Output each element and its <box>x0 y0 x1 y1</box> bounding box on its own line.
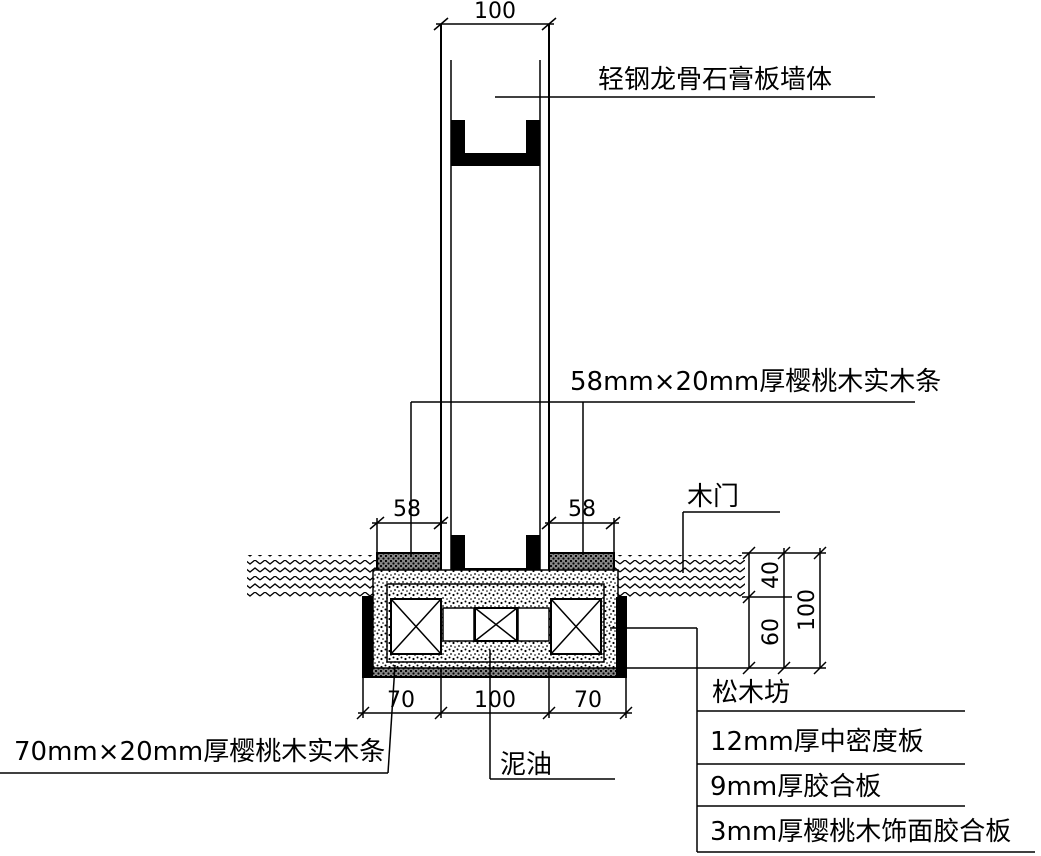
dim-58-left-text: 58 <box>393 497 421 522</box>
gap-left <box>442 607 475 642</box>
pine-block-left <box>390 598 442 655</box>
leader-wall: 轻钢龙骨石膏板墙体 <box>495 65 875 98</box>
floor-hatch-left <box>247 555 377 597</box>
label-door: 木门 <box>687 482 739 512</box>
label-plywood: 9mm厚胶合板 <box>710 772 881 802</box>
dim-60-text: 60 <box>759 618 784 646</box>
floor-hatch-right <box>614 555 745 597</box>
side-veneer-right <box>616 597 626 677</box>
dim-70-left-text: 70 <box>387 688 415 713</box>
dim-100-bottom-text: 100 <box>474 688 516 713</box>
dim-58-right: 58 <box>541 497 621 553</box>
dim-bottom: 70 100 70 <box>356 668 633 720</box>
dim-58-right-text: 58 <box>568 497 596 522</box>
label-wall: 轻钢龙骨石膏板墙体 <box>598 65 832 95</box>
dim-58-left: 58 <box>369 497 449 553</box>
leader-strip-58: 58mm×20mm厚樱桃木实木条 <box>410 367 941 555</box>
label-pine: 松木坊 <box>712 678 790 708</box>
leader-strip-70: 70mm×20mm厚樱桃木实木条 <box>0 664 396 774</box>
dim-wall-width-text: 100 <box>474 0 516 24</box>
leader-door: 木门 <box>682 482 780 573</box>
pine-block-middle <box>474 607 518 642</box>
leader-layers: 松木坊 12mm厚中密度板 9mm厚胶合板 3mm厚樱桃木饰面胶合板 <box>610 627 1035 853</box>
dim-70-right-text: 70 <box>574 688 602 713</box>
dim-100-vertical-text: 100 <box>795 589 820 631</box>
label-veneer: 3mm厚樱桃木饰面胶合板 <box>710 817 1011 847</box>
label-strip-70: 70mm×20mm厚樱桃木实木条 <box>14 737 385 767</box>
dim-wall-width: 100 <box>433 0 557 31</box>
label-strip-58: 58mm×20mm厚樱桃木实木条 <box>570 367 941 397</box>
dim-vertical: 40 60 100 <box>626 546 827 675</box>
side-veneer-left <box>363 597 373 677</box>
pine-block-right <box>550 598 602 655</box>
leader-putty: 泥油 <box>489 650 615 780</box>
gap-right <box>517 607 550 642</box>
gypsum-wall <box>440 24 550 585</box>
steel-stud-upper <box>451 120 540 166</box>
label-mdf: 12mm厚中密度板 <box>710 727 924 757</box>
label-putty: 泥油 <box>500 750 552 780</box>
dim-40-text: 40 <box>759 561 784 589</box>
